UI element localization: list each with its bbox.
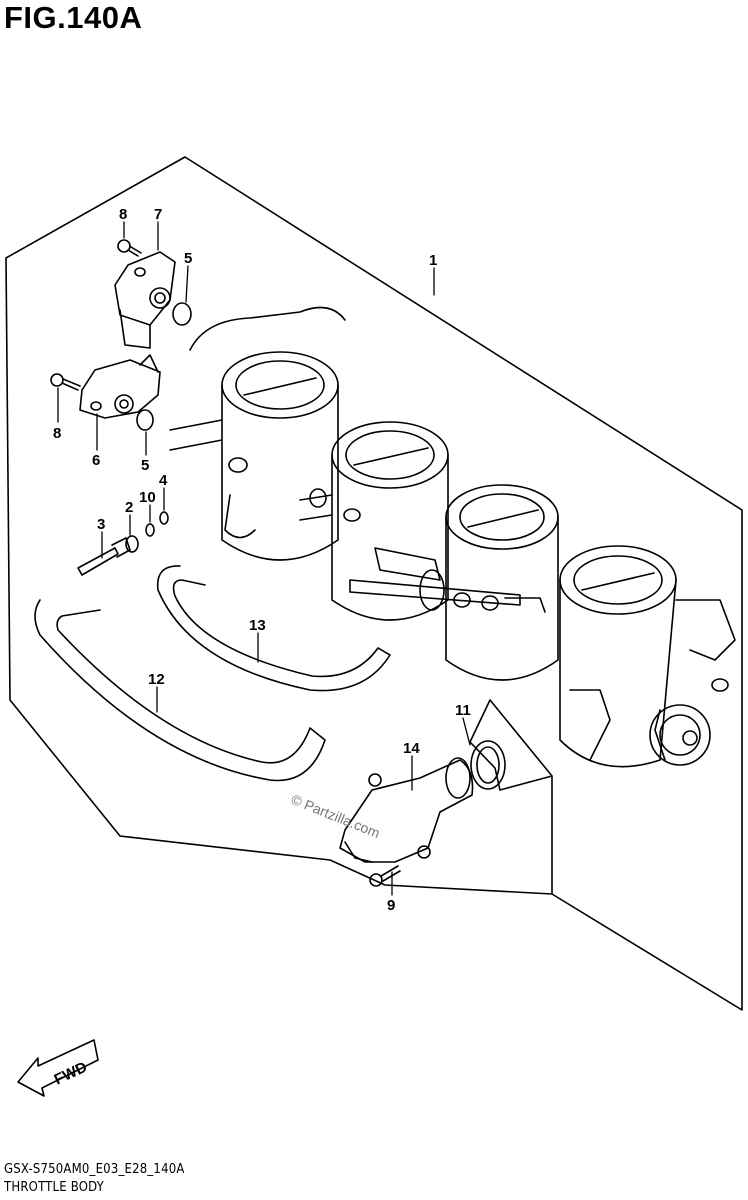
o-ring-part-5-lower	[136, 409, 154, 431]
sensor-part-3	[77, 537, 131, 576]
callout-14: 14	[403, 740, 420, 757]
valve-part-14	[339, 757, 474, 863]
screw-part-9	[369, 865, 401, 887]
callout-12: 12	[148, 671, 165, 688]
nut-part-2	[125, 535, 139, 553]
callout-10: 10	[139, 489, 156, 506]
section-name: THROTTLE BODY	[4, 1180, 104, 1195]
callout-5-lower: 5	[141, 457, 149, 474]
leader-5-top	[185, 265, 189, 303]
o-ring-part-4	[159, 511, 169, 525]
hose-part-12	[34, 599, 326, 782]
assembly-outline	[5, 156, 743, 1011]
callout-7: 7	[154, 206, 162, 223]
fwd-arrow-icon	[17, 1039, 99, 1097]
diagram-code: GSX-S750AM0_E03_E28_140A	[4, 1162, 185, 1177]
callout-5-top: 5	[184, 250, 192, 267]
screw-part-8-top	[117, 239, 142, 257]
o-ring-part-11	[470, 740, 506, 790]
sensor-part-7	[114, 251, 176, 349]
washer-part-10	[145, 523, 155, 537]
callout-3: 3	[97, 516, 105, 533]
leader-11	[462, 717, 471, 746]
watermark-text: © Partzilla.com	[289, 791, 382, 841]
callout-8-top: 8	[119, 206, 127, 223]
hose-part-13	[156, 565, 391, 692]
callout-11: 11	[455, 702, 471, 719]
callout-8-lower: 8	[53, 425, 61, 442]
callout-6: 6	[92, 452, 100, 469]
figure-title: FIG.140A	[4, 0, 143, 35]
callout-2: 2	[125, 499, 133, 516]
callout-1: 1	[429, 252, 437, 269]
sensor-part-6	[79, 354, 161, 419]
callout-4: 4	[159, 472, 168, 489]
callout-9: 9	[387, 897, 395, 914]
callout-13: 13	[249, 617, 266, 634]
throttle-body-assembly	[169, 306, 736, 768]
o-ring-part-5-top	[172, 302, 192, 326]
screw-part-8-lower	[50, 373, 81, 391]
